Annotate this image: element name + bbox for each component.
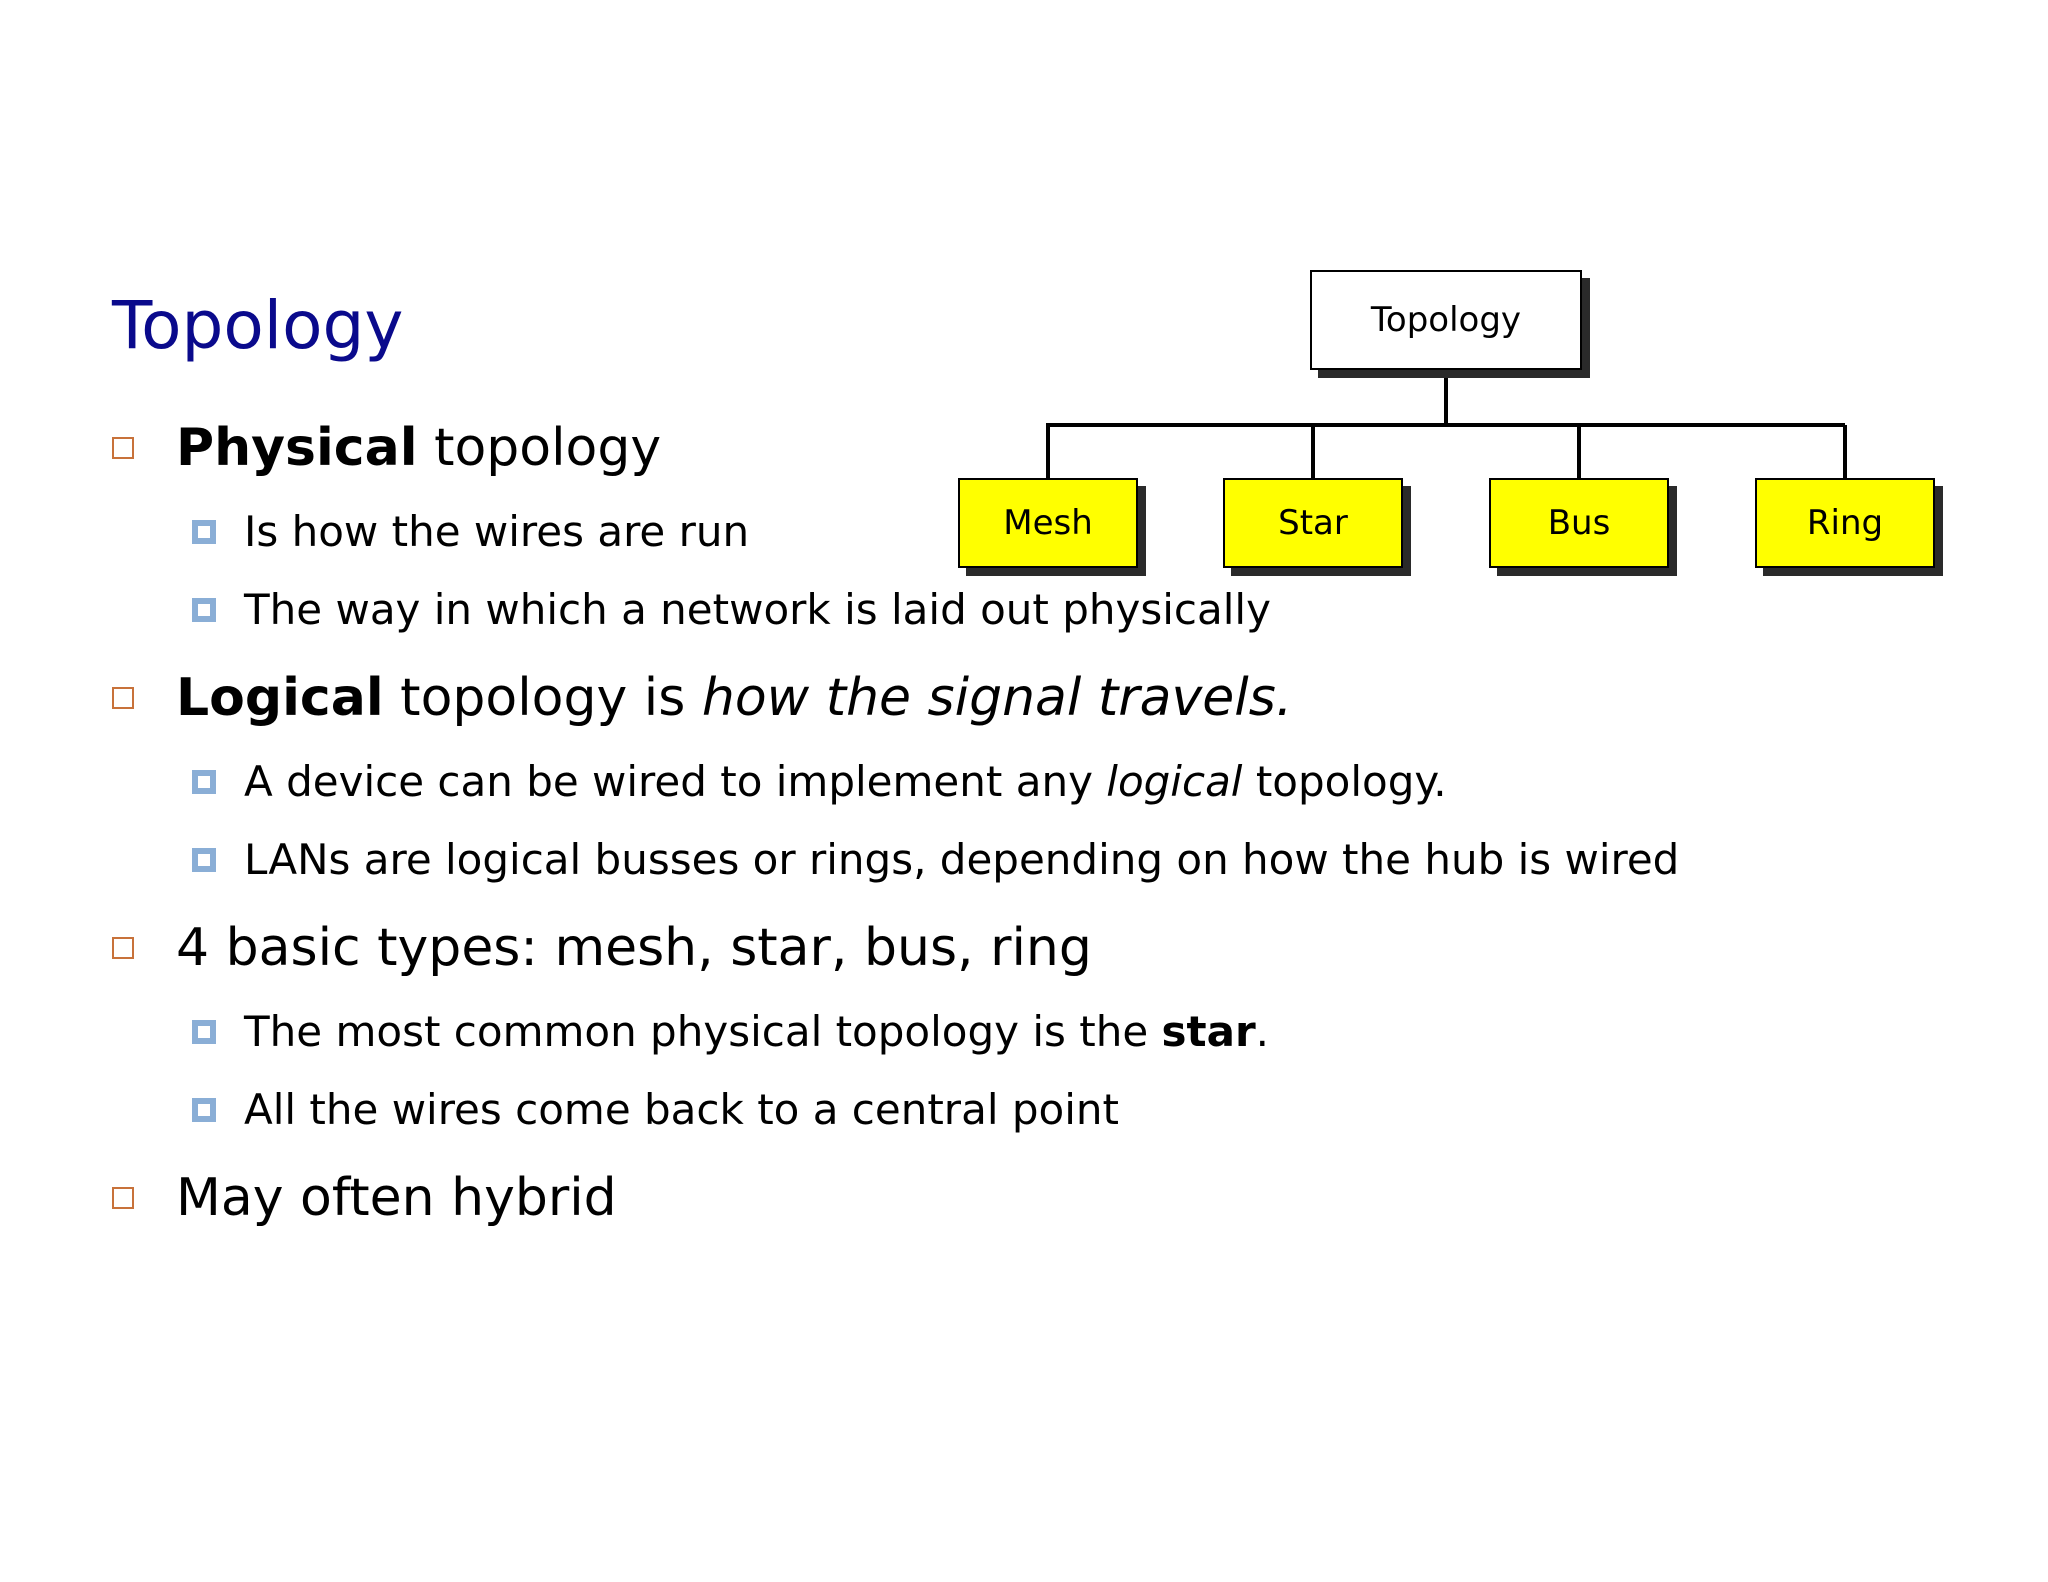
sub-bullet: Is how the wires are run: [192, 504, 749, 560]
bullet-hybrid: May often hybrid: [112, 1166, 617, 1230]
ring-node: Ring: [1755, 478, 1935, 568]
topology-root-node: Topology: [1310, 270, 1582, 370]
star-node: Star: [1223, 478, 1403, 568]
page-title: Topology: [112, 287, 404, 364]
square-bullet-icon: [192, 520, 216, 544]
hollow-square-bullet-icon: [112, 687, 134, 709]
square-bullet-icon: [192, 770, 216, 794]
sub-bullet: A device can be wired to implement any l…: [192, 754, 1447, 810]
hollow-square-bullet-icon: [112, 1187, 134, 1209]
sub-bullet: All the wires come back to a central poi…: [192, 1082, 1119, 1138]
bullet-physical-topology: Physical topology: [112, 416, 661, 480]
bus-node: Bus: [1489, 478, 1669, 568]
sub-bullet: The most common physical topology is the…: [192, 1004, 1269, 1060]
square-bullet-icon: [192, 598, 216, 622]
mesh-node: Mesh: [958, 478, 1138, 568]
hollow-square-bullet-icon: [112, 937, 134, 959]
bullet-text: Logical topology is how the signal trave…: [176, 668, 1293, 728]
bullet-basic-types: 4 basic types: mesh, star, bus, ring: [112, 916, 1092, 980]
sub-bullet: LANs are logical busses or rings, depend…: [192, 832, 1679, 888]
bullet-text: Physical topology: [176, 418, 662, 478]
square-bullet-icon: [192, 1020, 216, 1044]
square-bullet-icon: [192, 848, 216, 872]
square-bullet-icon: [192, 1098, 216, 1122]
hollow-square-bullet-icon: [112, 437, 134, 459]
sub-bullet: The way in which a network is laid out p…: [192, 582, 1271, 638]
bullet-logical-topology: Logical topology is how the signal trave…: [112, 666, 1292, 730]
